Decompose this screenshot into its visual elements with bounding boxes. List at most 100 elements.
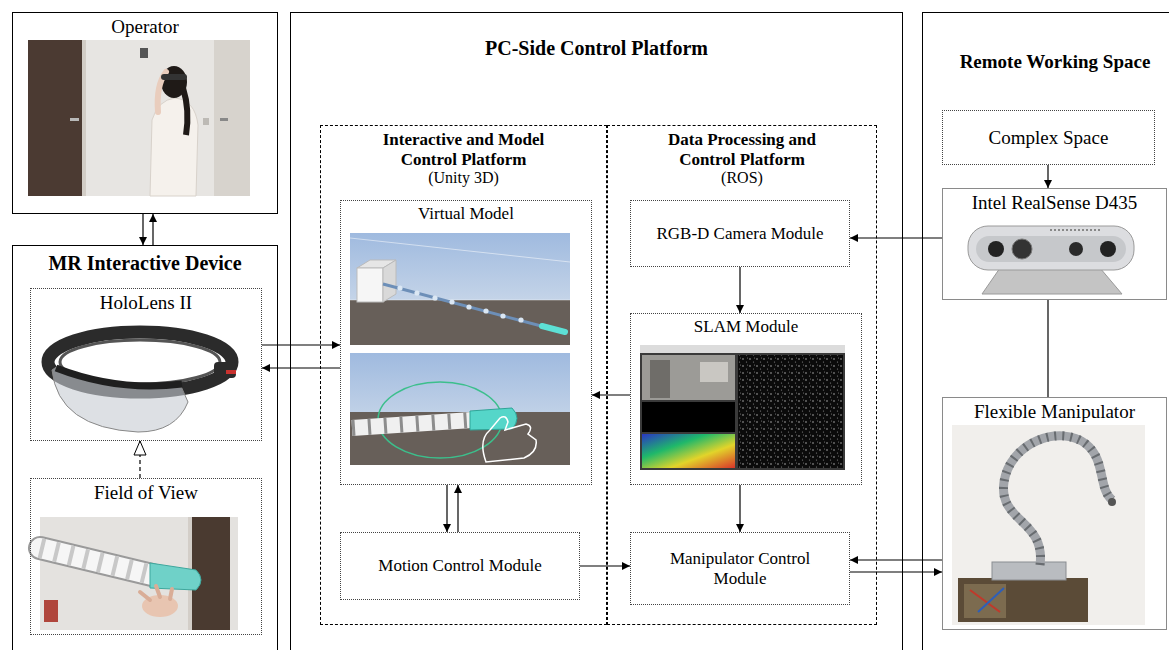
slam-screenshot [642, 434, 735, 468]
realsense-camera [1100, 241, 1116, 257]
platform-panel: PC-Side Control PlatformInteractive and … [290, 12, 903, 650]
node-title: Data Processing and Control Platform [647, 130, 837, 169]
flow-arrow [739, 485, 740, 532]
field-of-view-photo [44, 600, 58, 622]
hololens-illustration [48, 332, 236, 432]
realsense-camera [968, 226, 1134, 270]
flow-arrow [446, 485, 447, 532]
field-of-view-photo [140, 586, 172, 600]
slam-screenshot [640, 345, 845, 470]
view-box: Field of View [30, 478, 262, 635]
slam-screenshot [640, 345, 845, 353]
slam-screenshot [738, 355, 843, 468]
virtual-model-interaction [352, 420, 472, 428]
module-box: RGB-D Camera Module [630, 200, 850, 267]
virtual-model-interaction [350, 412, 570, 465]
operator-photo [82, 40, 86, 196]
virtual-model-render [518, 317, 523, 322]
slam-screenshot [642, 355, 735, 400]
flow-arrow [1047, 300, 1048, 397]
slam-screenshot [650, 360, 670, 398]
operator-photo [220, 118, 228, 121]
realsense-camera [968, 226, 1134, 294]
virtual-model-interaction [350, 353, 570, 465]
realsense-camera [1012, 239, 1032, 259]
virtual-model-render [350, 238, 570, 262]
node-title: SLAM Module [631, 317, 861, 337]
virtual-model-interaction [483, 417, 536, 462]
virtual-model-render [432, 295, 437, 300]
node-title: Interactive and Model Control Platform [361, 130, 566, 169]
flexible-manipulator-photo [1003, 436, 1112, 565]
node-title: Operator [13, 16, 277, 38]
operator-photo [161, 74, 187, 80]
virtual-model-render [357, 268, 383, 302]
actor-panel: Operator [12, 12, 278, 214]
flow-arrow [850, 237, 942, 238]
realsense-camera [982, 268, 1122, 294]
flexible-manipulator-photo [1003, 436, 1112, 565]
flow-arrow [262, 367, 340, 368]
virtual-model-render [383, 284, 545, 327]
flexible-manipulator-photo [952, 425, 1145, 625]
field-of-view-photo [40, 548, 152, 575]
node-title: Field of View [31, 482, 261, 504]
node-title: MR Interactive Device [13, 252, 277, 275]
flow-arrow [262, 344, 340, 345]
node-subtitle: (ROS) [608, 169, 876, 187]
slam-screenshot [738, 355, 843, 468]
node-title: PC-Side Control Platform [291, 37, 902, 60]
flexible-manipulator-photo [978, 588, 1004, 612]
model-box: Virtual Model [340, 200, 592, 485]
realsense-camera [1050, 229, 1100, 231]
realsense-camera [988, 241, 1004, 257]
realization-link [139, 441, 140, 478]
slam-screenshot [640, 345, 845, 470]
module-box: Manipulator Control Module [630, 532, 850, 605]
space-box: Complex Space [942, 110, 1155, 165]
node-title: Complex Space [989, 127, 1109, 149]
operator-photo [28, 40, 250, 196]
hololens-illustration [56, 368, 182, 386]
flow-arrow [1047, 165, 1048, 188]
virtual-model-render [397, 285, 402, 290]
virtual-model-render [350, 233, 570, 345]
flow-arrow [457, 485, 458, 532]
flexible-manipulator-photo [952, 425, 1145, 625]
realsense-camera [976, 236, 1126, 262]
virtual-model-render [383, 260, 396, 302]
virtual-model-render [542, 326, 565, 332]
flow-arrow [580, 565, 630, 566]
ros-group: Data Processing and Control Platform(ROS… [607, 125, 877, 625]
field-of-view-photo [40, 517, 238, 630]
node-title: RGB-D Camera Module [656, 224, 823, 244]
hololens-illustration [214, 362, 236, 378]
field-of-view-photo [40, 548, 152, 575]
virtual-model-render [500, 313, 505, 318]
flexible-manipulator-photo [970, 590, 1000, 612]
virtual-model-render [350, 233, 570, 345]
hololens-illustration [226, 370, 236, 374]
operator-photo [70, 118, 79, 121]
node-title: Manipulator Control Module [655, 549, 825, 588]
virtual-model-render [483, 308, 488, 313]
flow-arrow [152, 214, 153, 245]
sensor-box: Intel RealSense D435 [942, 188, 1167, 300]
virtual-model-interaction [350, 353, 570, 465]
flow-arrow [592, 394, 630, 395]
unity-group: Interactive and Model Control Platform(U… [320, 125, 607, 625]
flexible-manipulator-photo [992, 562, 1066, 580]
node-title: Remote Working Space [923, 51, 1169, 73]
operator-photo [28, 40, 250, 196]
flow-arrow [739, 267, 740, 313]
robot-box: Flexible Manipulator [942, 397, 1167, 630]
remote-panel: Remote Working SpaceComplex SpaceIntel R… [922, 12, 1169, 650]
field-of-view-photo [40, 548, 152, 575]
flow-arrow [142, 214, 143, 245]
virtual-model-render [350, 300, 570, 345]
virtual-model-render [414, 290, 419, 295]
operator-photo [203, 118, 209, 125]
